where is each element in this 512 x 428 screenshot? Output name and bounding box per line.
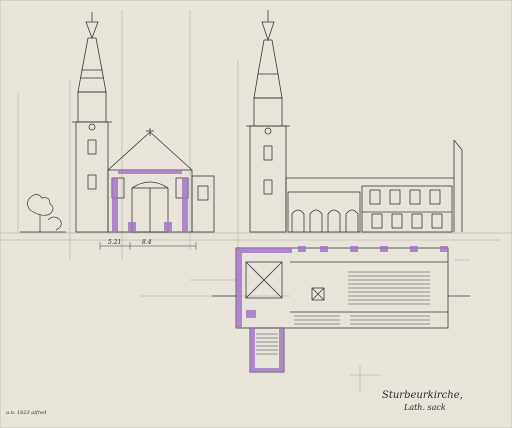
construction-lines xyxy=(0,10,512,392)
pews-upper xyxy=(348,271,430,305)
catalog-mark: a.n. 1823 alfred xyxy=(6,410,46,416)
stair-hatching xyxy=(256,333,278,355)
dimension-label-mid: 8.4 xyxy=(142,239,152,246)
shrub-sketch xyxy=(20,194,66,233)
drawing-title: Sturbeurkirche, xyxy=(382,390,463,401)
floor-plan-wall-poche xyxy=(236,246,448,372)
drawing-subtitle: Lath. sack xyxy=(403,403,446,412)
south-elevation xyxy=(246,10,463,233)
west-elevation-wall-poche xyxy=(112,170,188,232)
pews-lower xyxy=(294,315,430,325)
dimension-line xyxy=(99,242,197,250)
dimension-label-left: 5.21 xyxy=(108,239,121,246)
